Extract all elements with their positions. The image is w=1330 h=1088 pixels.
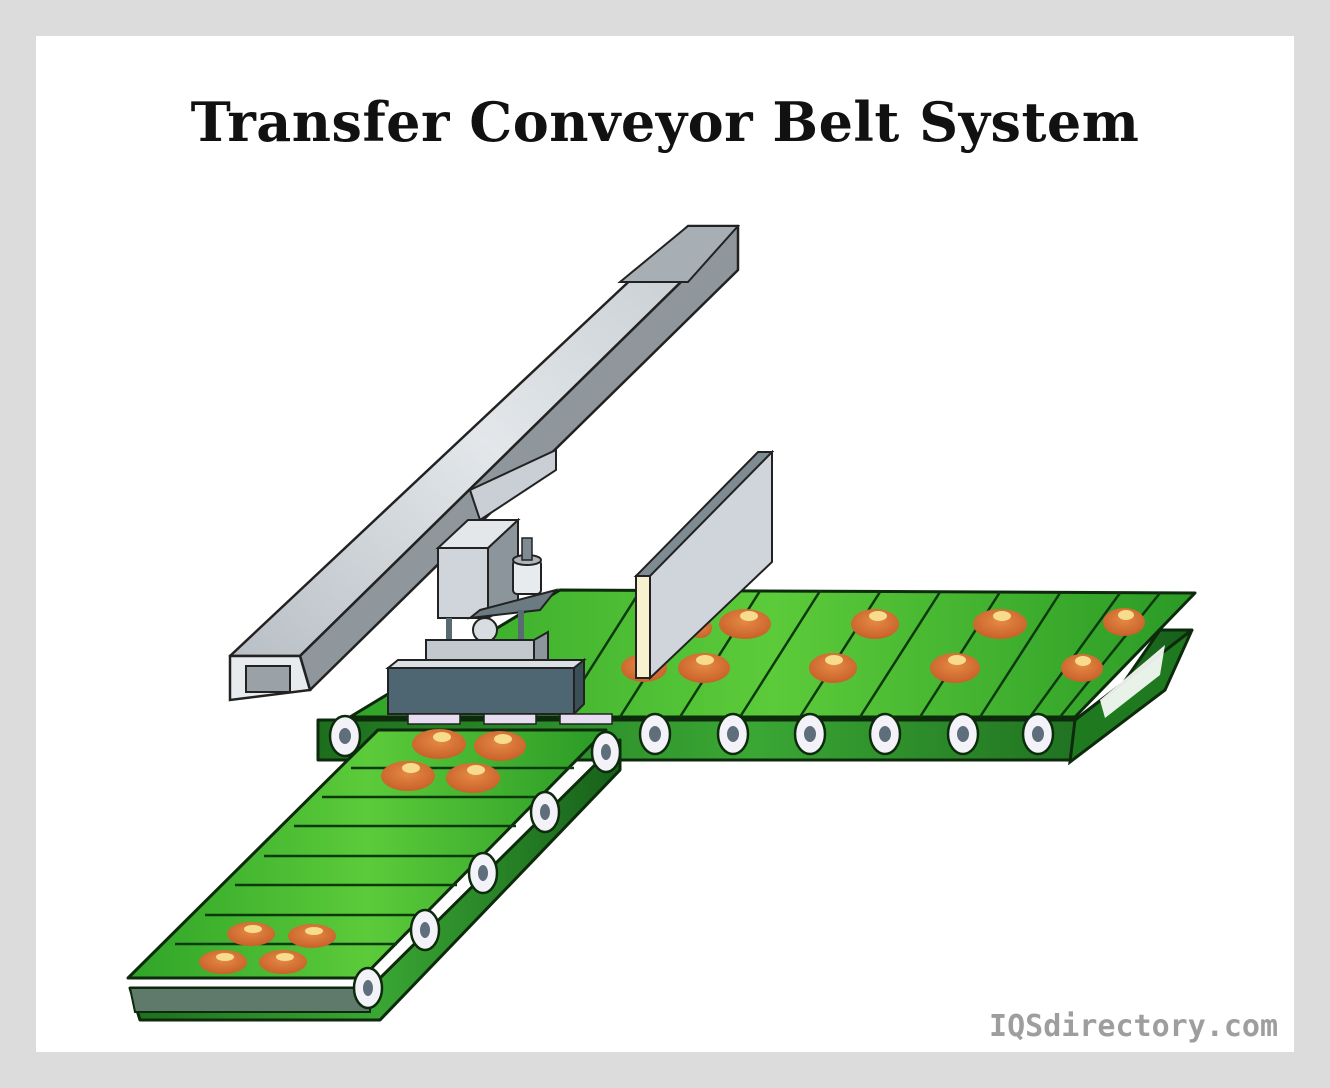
diagram-title: Transfer Conveyor Belt System (190, 90, 1140, 154)
gantry-rail (228, 224, 741, 702)
transfer-carriage (385, 448, 613, 725)
feeder-conveyor (126, 728, 622, 1022)
watermark-logo: IQSdirectory.com (989, 1009, 1278, 1044)
guide-panel (633, 449, 775, 681)
